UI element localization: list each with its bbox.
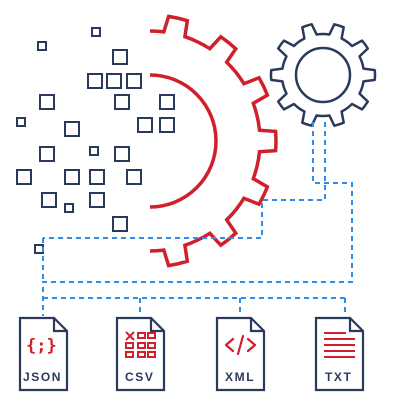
pixel-squares-icon [16,27,175,254]
connector-halfgear-to-files [42,122,326,282]
csv-cell [125,342,134,349]
file-txt-label: TXT [325,370,352,384]
gear-hub [294,46,352,104]
pixel-square [159,117,175,133]
pixel-square [112,216,128,232]
file-json-label: JSON [23,370,62,384]
csv-cell [147,351,156,358]
gear-outline [269,23,377,127]
pixel-square [39,94,55,110]
file-txt-outline [314,316,365,392]
pixel-square [16,117,26,127]
csv-table-icon [125,331,156,358]
pixel-square [64,169,80,185]
pixel-square [41,192,57,208]
pixel-square [34,244,44,254]
pixel-square [87,73,103,89]
file-json-outline [18,316,69,392]
file-xml[interactable]: XML [215,316,266,392]
pixel-square [89,146,99,156]
json-braces-icon: {;} [26,336,57,356]
pixel-square [64,121,80,137]
csv-cell [147,332,156,339]
csv-cell [125,351,134,358]
pixel-square [16,169,32,185]
connector-gear-to-files [42,122,353,316]
file-json[interactable]: {;} JSON [18,316,69,392]
pixel-square [159,94,175,110]
pixel-square [112,49,128,65]
pixel-square [91,27,101,37]
txt-lines-icon [324,332,355,358]
pixel-square [37,41,47,51]
half-gear-outer-teeth [149,14,278,268]
file-txt[interactable]: TXT [314,316,365,392]
pixel-square [89,169,105,185]
csv-cell [137,351,146,358]
xml-code-icon [224,334,257,356]
file-csv[interactable]: CSV [115,316,166,392]
csv-cell [137,342,146,349]
file-xml-label: XML [225,370,255,384]
pixel-square [39,146,55,162]
pixel-square [64,203,74,213]
csv-x-mark [125,331,135,341]
half-gear-icon [149,14,278,268]
dashed-connector-lines [42,122,353,316]
file-xml-outline [215,316,266,392]
pixel-square [126,73,142,89]
csv-cell [147,342,156,349]
gear-icon [269,23,377,127]
pixel-square [137,117,153,133]
pixel-square [106,73,122,89]
pixel-square [114,146,130,162]
half-gear-inner-arc [149,73,218,209]
pixel-square [114,94,130,110]
pixel-square [89,192,105,208]
pixel-square [126,169,142,185]
file-csv-label: CSV [125,370,154,384]
csv-cell [137,332,146,339]
